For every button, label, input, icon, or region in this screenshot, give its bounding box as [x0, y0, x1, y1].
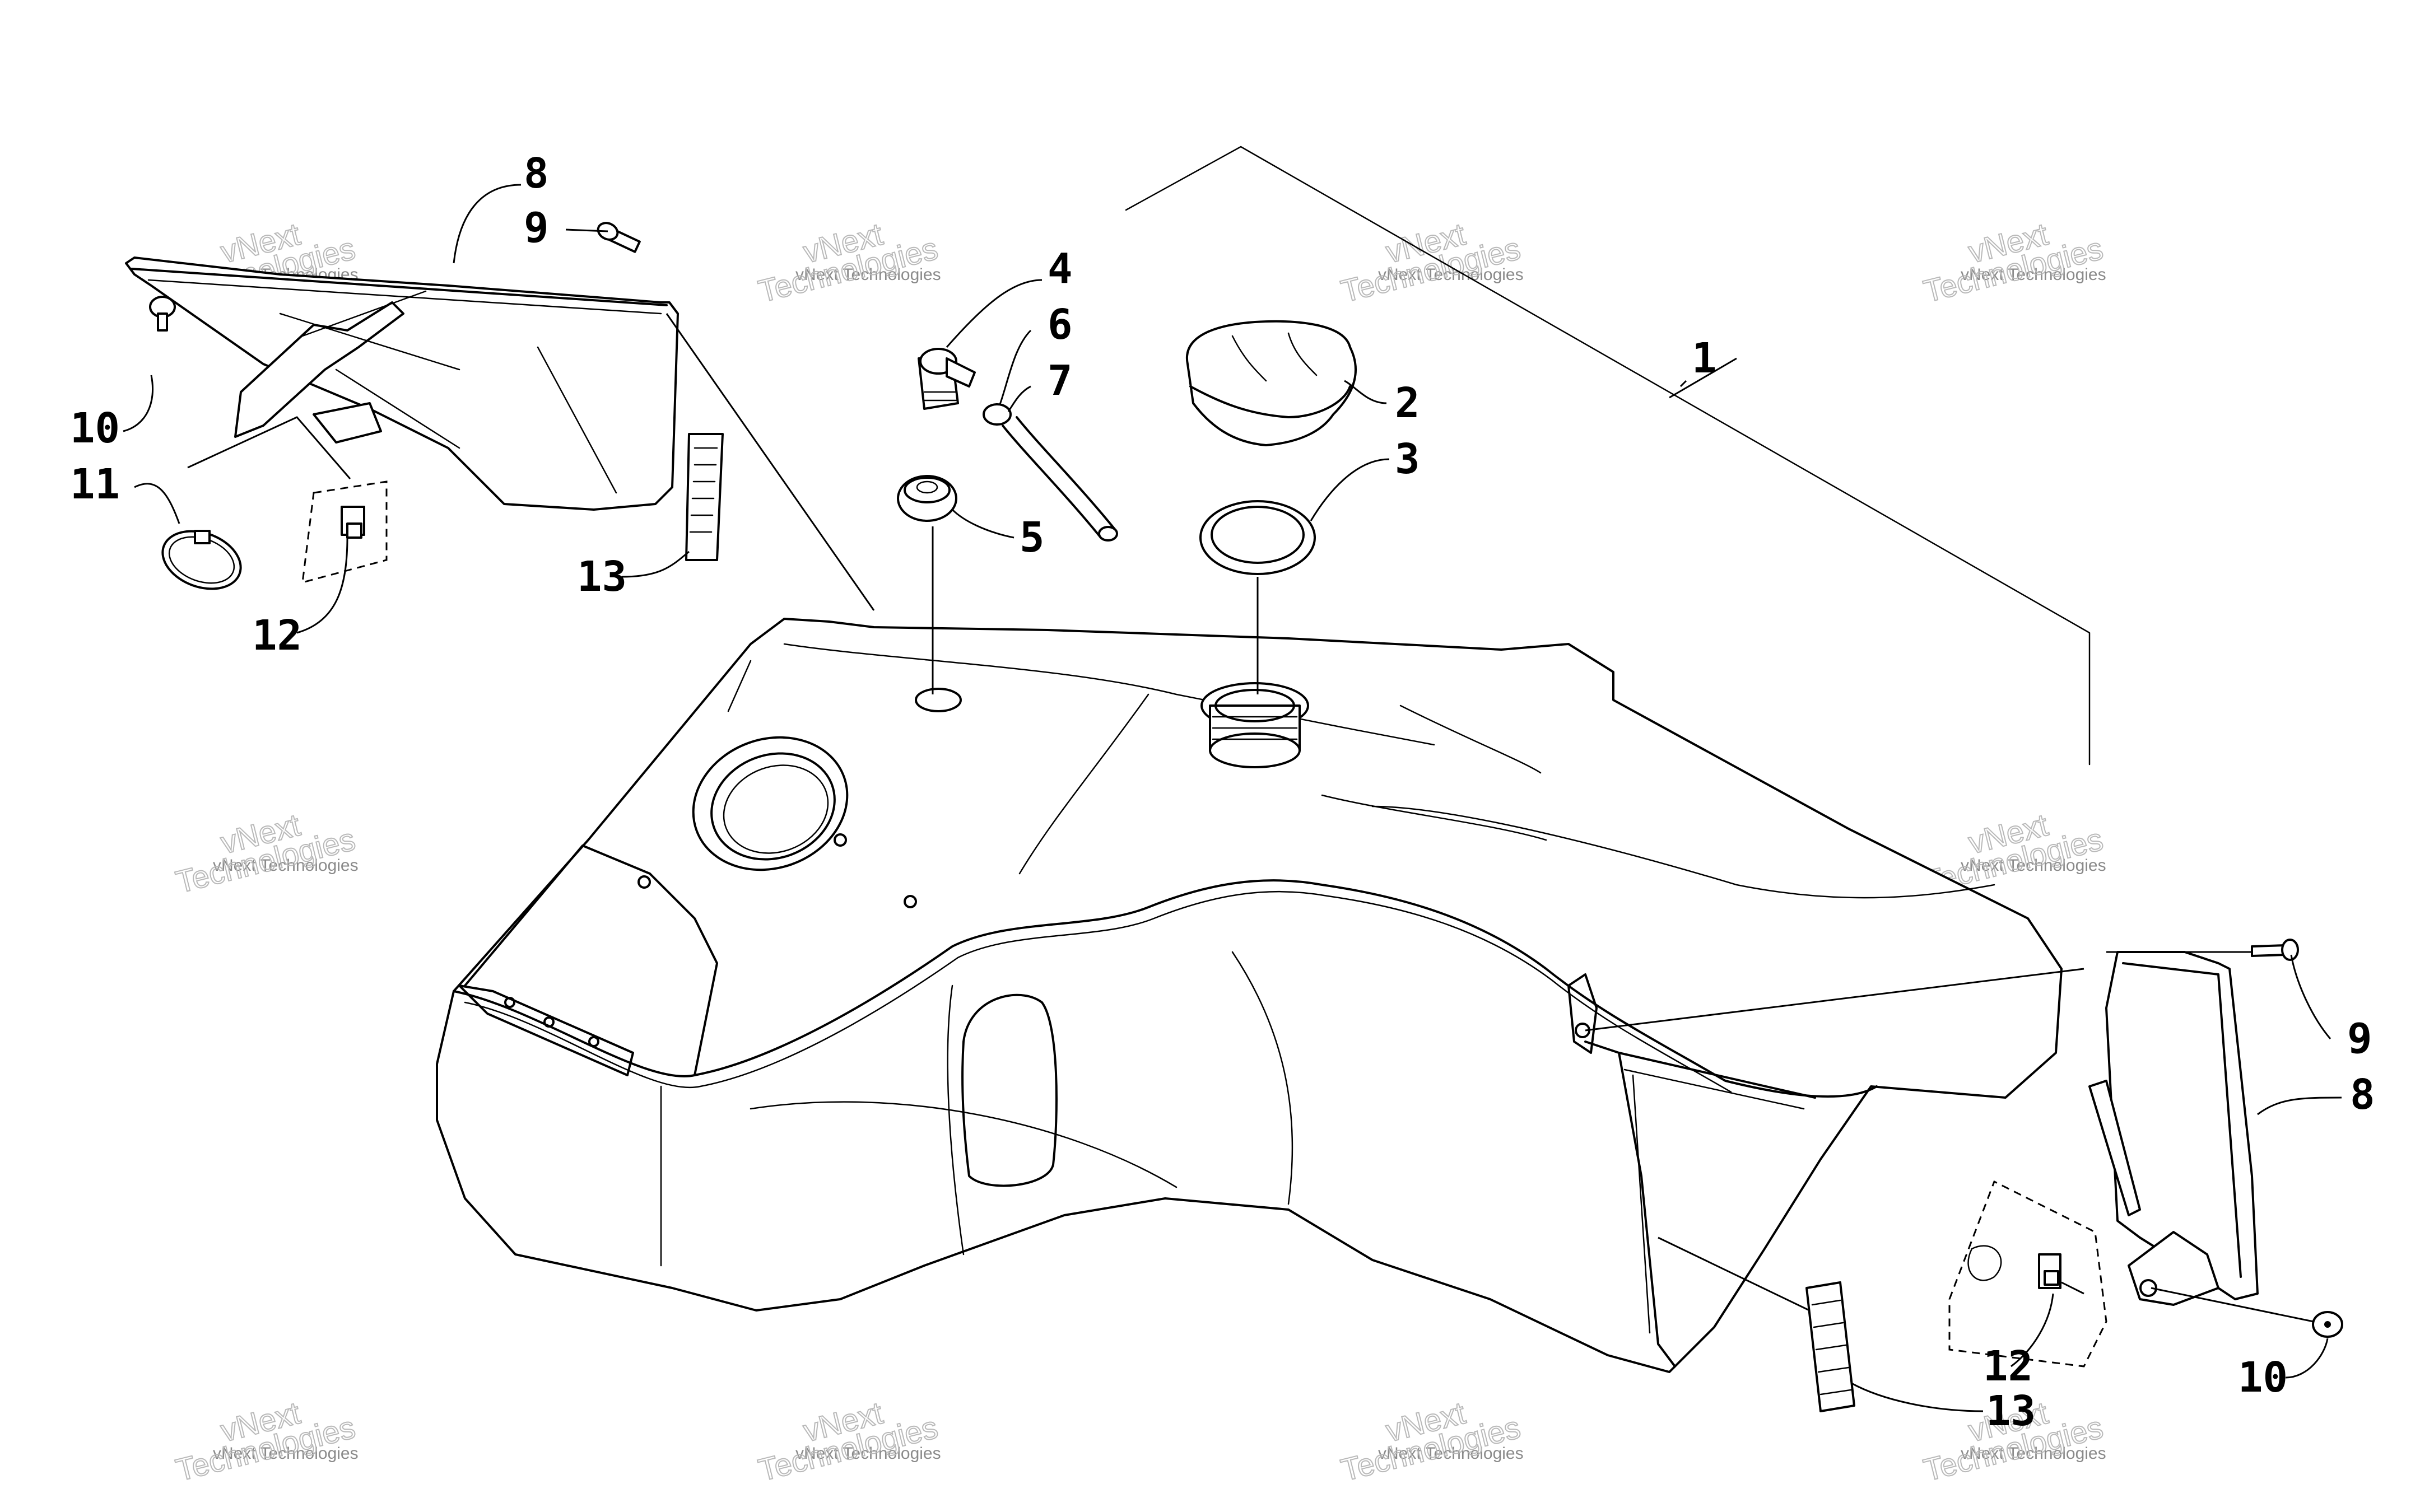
pad-13-left	[685, 433, 724, 561]
left-flange	[458, 984, 634, 1076]
watermark: vNext vNext Technologies Technologies	[172, 1394, 359, 1488]
tank-recess	[961, 993, 1058, 1187]
tank-right-panel	[1584, 1040, 1816, 1368]
clamp-11	[161, 530, 242, 590]
callout-1: 1	[1692, 334, 1717, 382]
callout-5: 5	[1020, 514, 1045, 562]
callout-13-right: 13	[1986, 1387, 2036, 1435]
watermark: vNext vNext Technologies Technologies	[755, 216, 942, 310]
tank-face-contour	[660, 951, 1293, 1267]
vent-assembly	[897, 348, 1118, 542]
sender-12-right	[1948, 1180, 2107, 1368]
callout-10-left: 10	[70, 404, 120, 452]
callout-6: 6	[1048, 301, 1073, 349]
svg-text:vNext Technologies: vNext Technologies	[213, 856, 359, 875]
fuel-cap-2	[1185, 320, 1357, 446]
svg-text:vNext Technologies: vNext Technologies	[1378, 265, 1524, 284]
tank-top-ridge	[453, 879, 1878, 1098]
tank-top-ridge-inner	[464, 890, 1732, 1093]
callout-12-left: 12	[252, 612, 302, 660]
svg-text:vNext Technologies: vNext Technologies	[1961, 856, 2106, 875]
hose-7	[1002, 416, 1118, 542]
svg-text:vNext Technologies: vNext Technologies	[1961, 265, 2106, 284]
svg-text:vNext Technologies: vNext Technologies	[213, 1444, 359, 1463]
callout-4: 4	[1048, 245, 1073, 293]
mount-hole	[904, 895, 917, 908]
tank-top-edge	[727, 643, 1435, 875]
callout-9-right: 9	[2347, 1015, 2372, 1063]
watermark: vNext vNext Technologies Technologies	[755, 1394, 942, 1488]
callout-8-left: 8	[524, 150, 549, 198]
mount-hole	[637, 875, 651, 889]
watermark: vNext vNext Technologies Technologies	[172, 806, 359, 900]
shield-bracket	[234, 301, 404, 438]
vent-hole	[915, 688, 962, 712]
pad-13-right	[1805, 1281, 1855, 1412]
right-shield	[2105, 951, 2259, 1300]
callout-13-left: 13	[577, 553, 627, 601]
watermark: vNext vNext Technologies Technologies	[1920, 216, 2107, 310]
screw-9-left	[597, 222, 641, 253]
callout-2: 2	[1395, 379, 1420, 427]
svg-text:vNext Technologies: vNext Technologies	[1961, 1444, 2106, 1463]
right-shield-flange	[2088, 1080, 2141, 1216]
callout-3: 3	[1395, 435, 1420, 483]
callout-9-left: 9	[524, 204, 549, 252]
svg-text:vNext Technologies: vNext Technologies	[795, 1444, 941, 1463]
assembly-bracket	[1125, 146, 2091, 766]
right-mount-tab	[1567, 973, 1598, 1054]
watermark: vNext vNext Technologies Technologies	[1920, 1394, 2107, 1488]
callout-8-right: 8	[2350, 1071, 2375, 1119]
callout-10-right: 10	[2238, 1354, 2288, 1402]
leader-lines	[123, 184, 2342, 1412]
filler-neck	[1200, 682, 1309, 768]
fuel-tank	[436, 618, 2063, 1373]
sender-12-left	[301, 480, 388, 584]
left-shield-assembly	[125, 222, 724, 590]
tank-right-panel-inner	[1623, 1068, 1805, 1334]
right-shield-tab	[2128, 1231, 2219, 1306]
tank-left-panel	[464, 844, 718, 1076]
callout-11: 11	[70, 460, 120, 508]
fitting-6	[983, 403, 1012, 426]
fuel-pump-opening	[692, 736, 849, 871]
mount-hole	[834, 833, 847, 847]
left-shield	[125, 256, 679, 511]
vent-valve-4	[918, 348, 976, 410]
right-shield-assembly	[1805, 939, 2343, 1412]
svg-text:vNext Technologies: vNext Technologies	[1378, 1444, 1524, 1463]
watermark: vNext vNext Technologies Technologies	[1337, 1394, 1524, 1488]
retainer-10-right	[2312, 1311, 2343, 1338]
callout-12-right: 12	[1983, 1342, 2033, 1390]
cap-gasket-3	[1199, 500, 1316, 575]
callout-7: 7	[1048, 357, 1073, 405]
callout-labels: 1 2 3 4 5 6 7 8 9 10 11 12 13 9 8 12 10 …	[70, 150, 2375, 1435]
svg-text:vNext Technologies: vNext Technologies	[795, 265, 941, 284]
retainer-10-left	[149, 296, 176, 332]
grommet-5	[897, 475, 957, 522]
shield-clip	[313, 402, 382, 444]
watermark: vNext vNext Technologies Technologies	[1337, 216, 1524, 310]
tank-right-ridge	[1321, 704, 1995, 899]
